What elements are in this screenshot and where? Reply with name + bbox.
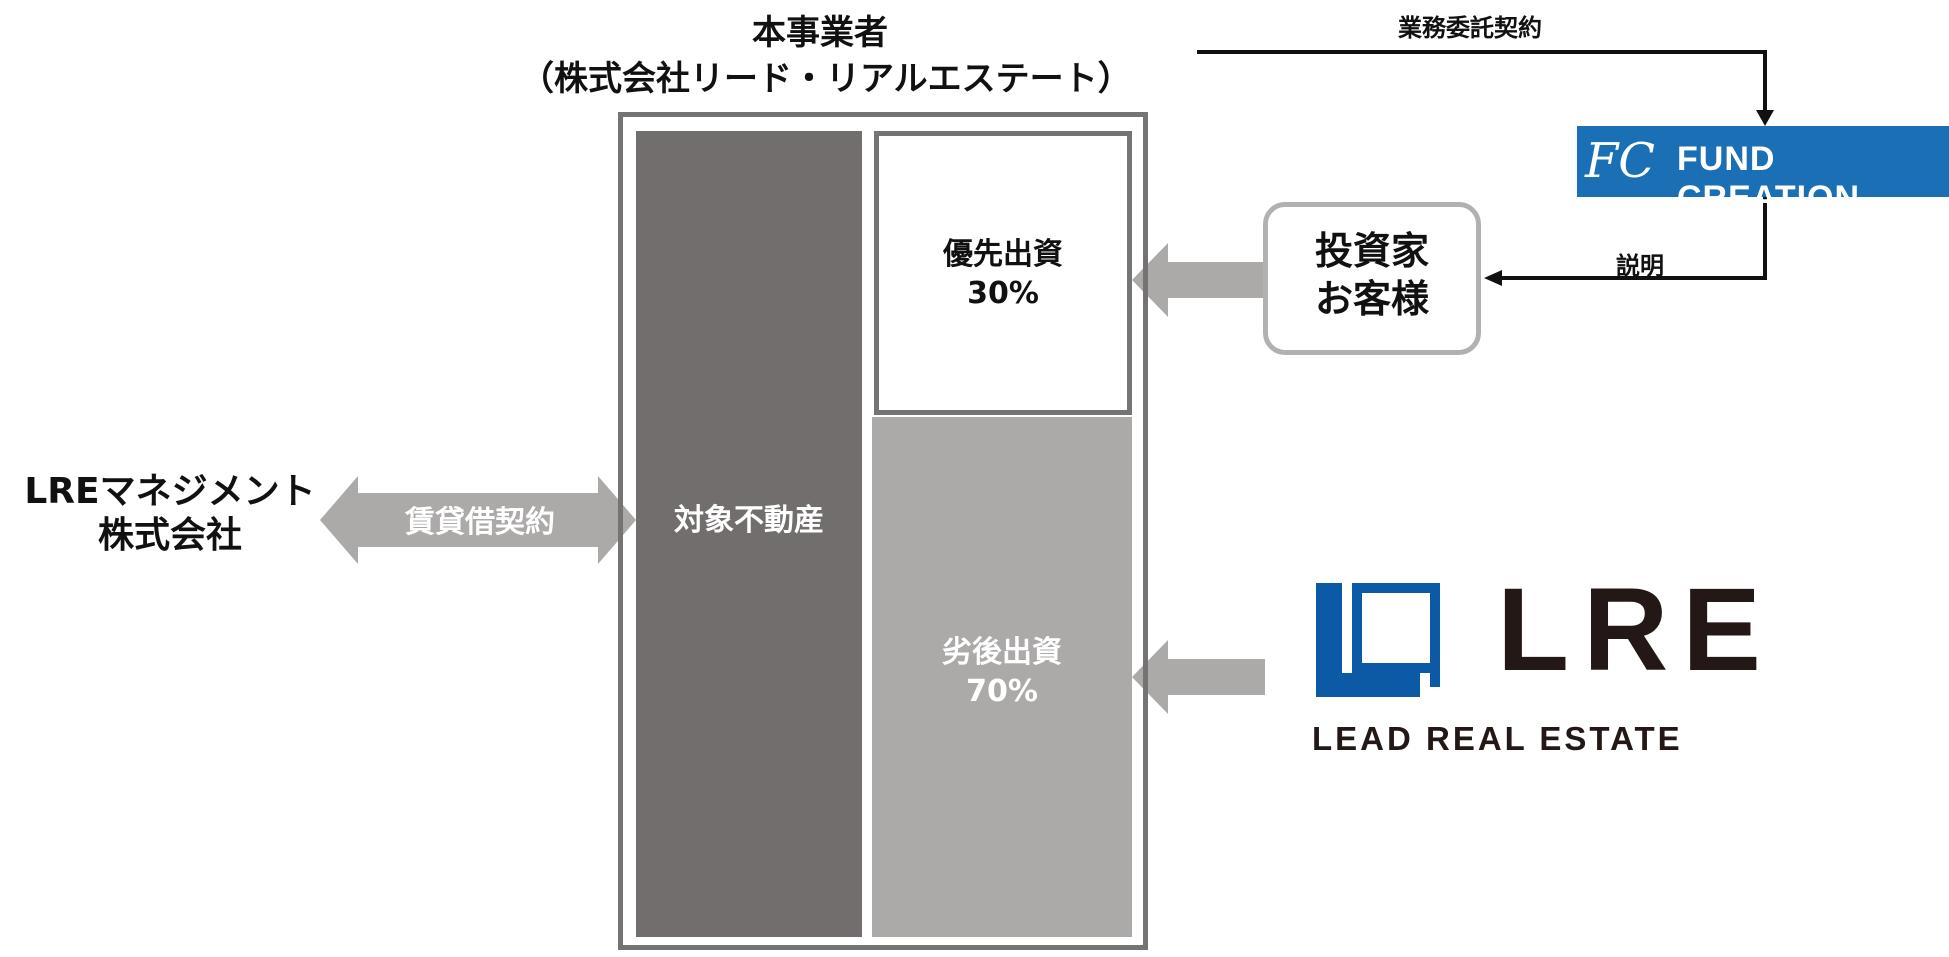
lre-logo-mark-icon xyxy=(1316,583,1440,697)
senior-investment-box xyxy=(874,131,1132,415)
junior-investment-label: 劣後出資 70% xyxy=(872,633,1132,711)
fund-creation-mark-icon: FC xyxy=(1585,133,1656,189)
management-company-line1: LREマネジメント xyxy=(24,471,316,512)
lre-to-junior-arrow xyxy=(1132,640,1265,714)
fund-creation-logo-text: FUND CREATION xyxy=(1677,140,1861,217)
senior-investment-percent: 30% xyxy=(967,276,1039,311)
lease-contract-label: 賃貸借契約 xyxy=(405,505,555,540)
junior-investment-percent: 70% xyxy=(966,674,1038,709)
junior-investment-box xyxy=(872,417,1132,937)
management-company-line2: 株式会社 xyxy=(97,515,242,556)
asset-column xyxy=(636,131,862,937)
investor-box xyxy=(1263,202,1481,355)
lre-logo-letters: LRE xyxy=(1497,564,1775,696)
lease-double-arrow xyxy=(320,476,636,564)
explanation-line xyxy=(1500,197,1767,280)
operator-title: 本事業者 （株式会社リード・リアルエステート） xyxy=(520,10,1132,102)
lre-logo-tagline: LEAD REAL ESTATE xyxy=(1312,720,1683,757)
operator-title-line1: 本事業者 xyxy=(752,13,888,53)
operator-title-line2: （株式会社リード・リアルエステート） xyxy=(520,59,1132,99)
explanation-arrowhead xyxy=(1484,270,1502,286)
consignment-line xyxy=(1197,50,1767,112)
fund-creation-logo xyxy=(1577,126,1949,197)
operator-box xyxy=(618,112,1148,950)
management-company-label: LREマネジメント 株式会社 xyxy=(10,470,330,558)
investor-to-senior-arrow xyxy=(1132,243,1265,317)
junior-investment-name: 劣後出資 xyxy=(942,635,1062,670)
asset-label: 対象不動産 xyxy=(674,503,824,538)
investor-line1: 投資家 xyxy=(1314,229,1429,273)
senior-investment-name: 優先出資 xyxy=(943,237,1063,272)
investor-line2: お客様 xyxy=(1314,277,1429,321)
consignment-arrowhead xyxy=(1756,110,1774,126)
explanation-label: 説明 xyxy=(1616,252,1664,280)
investor-label: 投資家 お客様 xyxy=(1263,227,1481,323)
consignment-contract-label: 業務委託契約 xyxy=(1398,14,1542,42)
senior-investment-label: 優先出資 30% xyxy=(874,235,1132,313)
